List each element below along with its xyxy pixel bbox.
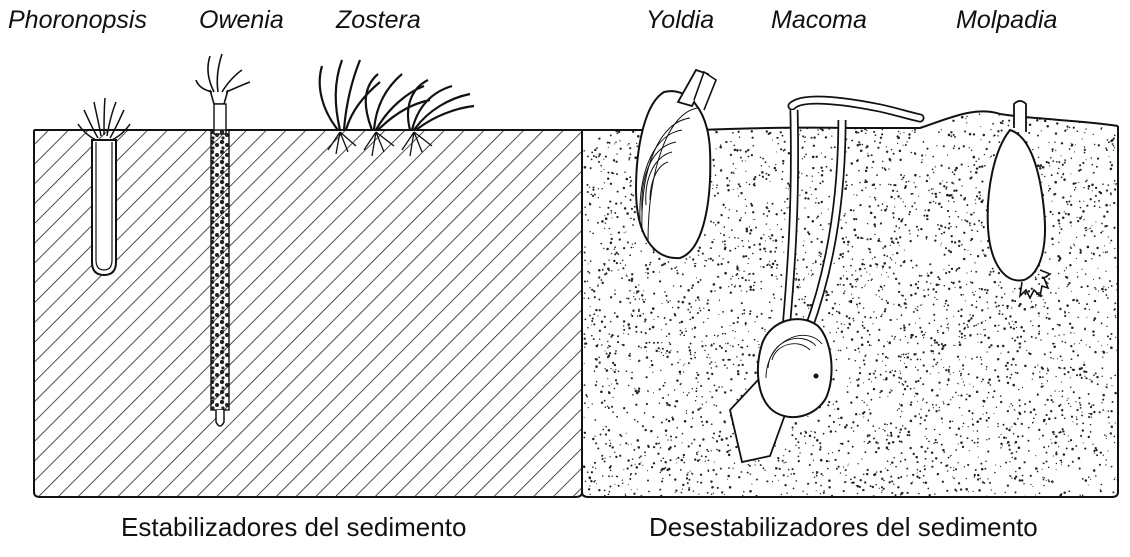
molpadia-drawing <box>988 101 1050 298</box>
yoldia-drawing <box>636 70 716 258</box>
macoma-label: Macoma <box>771 6 867 35</box>
zostera-label: Zostera <box>336 6 421 35</box>
macoma-drawing <box>730 100 920 462</box>
destabilizers-caption: Desestabilizadores del sedimento <box>649 512 1038 543</box>
molpadia-label: Molpadia <box>956 6 1057 35</box>
phoronopsis-label: Phoronopsis <box>8 6 147 35</box>
owenia-label: Owenia <box>199 6 284 35</box>
yoldia-label: Yoldia <box>646 6 714 35</box>
stabilizers-caption: Estabilizadores del sedimento <box>121 512 466 543</box>
